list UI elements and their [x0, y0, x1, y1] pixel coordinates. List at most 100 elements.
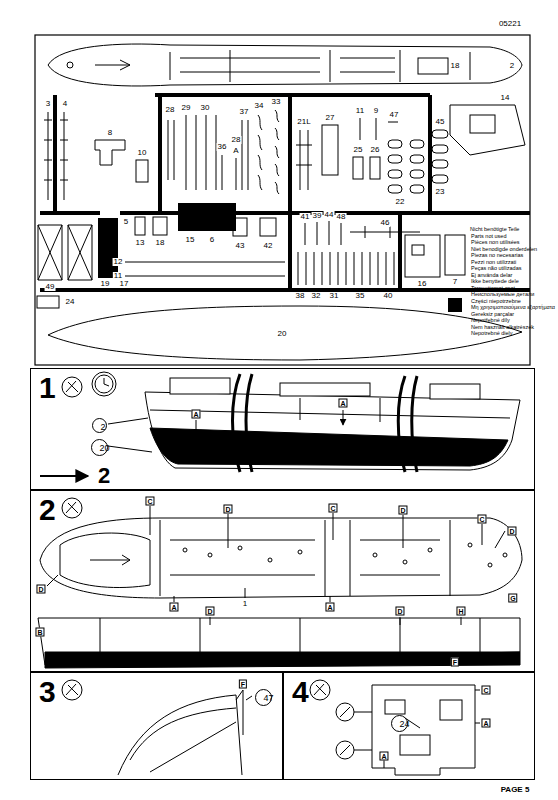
part-number: 29	[181, 104, 192, 112]
glue-marker: A	[169, 603, 178, 612]
part-number: 23	[435, 188, 446, 196]
step-number: 3	[39, 677, 56, 707]
part-number: 39	[312, 212, 323, 220]
part-number: 1	[242, 600, 248, 608]
glue-marker: A	[338, 399, 347, 408]
glue-marker: C	[328, 504, 337, 513]
part-number: 43	[235, 242, 246, 250]
glue-marker: D	[223, 505, 232, 514]
part-number: 4	[62, 100, 68, 108]
legend-line: Ej använda delar	[470, 272, 513, 279]
part-number: 2	[509, 62, 515, 70]
legend-swatch	[448, 298, 462, 312]
part-number: A	[232, 147, 239, 155]
part-number: 14	[500, 94, 511, 102]
legend-line: Gereksiz parçalar	[470, 311, 515, 318]
part-number: 05221	[498, 20, 522, 28]
part-number: 37	[239, 108, 250, 116]
part-number: 5	[123, 218, 129, 226]
glue-marker: B	[35, 628, 44, 637]
callout-circle: 20	[91, 439, 108, 456]
glue-marker: D	[507, 527, 516, 536]
callout-number: 20	[100, 444, 110, 453]
legend-line: Peças não utilizadas	[470, 265, 522, 272]
step-panel: 2	[30, 490, 535, 672]
legend-line: Części niepotrzebne	[470, 298, 522, 305]
glue-marker: D	[36, 585, 45, 594]
part-number: 21L	[296, 118, 311, 126]
step-number: 2	[39, 495, 56, 525]
part-number: 40	[383, 292, 394, 300]
part-number: 9	[373, 107, 379, 115]
glue-marker: F	[239, 680, 247, 689]
part-number: 36	[217, 143, 228, 151]
part-number: 47	[389, 111, 400, 119]
part-number: 46	[380, 219, 391, 227]
legend-line: Pezzi non utilizzati	[470, 259, 517, 266]
glue-marker: C	[145, 497, 154, 506]
part-number: 31	[329, 292, 340, 300]
glue-marker: C	[481, 686, 490, 695]
legend-line: Неиспользуемые детали	[470, 291, 535, 298]
step-number: 1	[39, 373, 56, 403]
part-number: 17	[119, 280, 130, 288]
legend-line: Tarpeettomat osat	[470, 285, 516, 292]
part-number: 18	[450, 62, 461, 70]
part-number: 32	[311, 292, 322, 300]
glue-marker: F	[451, 658, 459, 667]
callout-circle: 47	[255, 689, 272, 706]
step-panel: 4 24	[283, 672, 535, 780]
glue-marker: C	[477, 515, 486, 524]
legend-line: Ikke benyttede dele	[470, 278, 520, 285]
glue-marker: D	[395, 607, 404, 616]
legend-line: Parts not used	[470, 233, 507, 240]
glue-marker: A	[191, 410, 200, 419]
part-number: 13	[135, 239, 146, 247]
callout-circle: 2	[92, 418, 107, 433]
part-number: 7	[452, 278, 458, 286]
part-number: 18	[155, 239, 166, 247]
legend-line: Nepotřebné díly	[470, 317, 511, 324]
part-number: 20	[277, 330, 288, 338]
legend-line: Μη χρησιμοποιούμενα εξαρτήματα	[470, 304, 556, 311]
part-number: 35	[355, 292, 366, 300]
legend-line: Pièces non utilisées	[470, 239, 521, 246]
part-number: 22	[395, 198, 406, 206]
part-number: 30	[200, 104, 211, 112]
callout-number: 47	[264, 694, 274, 703]
part-number: 41	[300, 213, 311, 221]
legend-text: Nicht benötigte Teile	[470, 226, 519, 233]
part-number: 27	[325, 114, 336, 122]
part-number: 6	[209, 236, 215, 244]
callout-circle: 24	[391, 715, 408, 732]
part-number: 42	[263, 242, 274, 250]
part-number: 28	[165, 106, 176, 114]
glue-marker: A	[325, 603, 334, 612]
part-number: 28	[231, 136, 242, 144]
part-number: 38	[295, 292, 306, 300]
legend-line: Niet benodigde onderdelen	[470, 246, 538, 253]
part-number: 3	[45, 100, 51, 108]
part-number: 45	[435, 118, 446, 126]
part-number: 24	[65, 298, 76, 306]
legend-line: Nepotrebné diely	[470, 330, 514, 337]
glue-marker: A	[481, 719, 490, 728]
legend-entry: Nicht benötigte Teile	[470, 226, 519, 233]
part-number: 19	[100, 280, 111, 288]
part-number: 44	[324, 211, 335, 219]
legend-line: Piezas no necesarias	[470, 252, 524, 259]
part-number: 12	[113, 258, 124, 266]
step-number: 4	[292, 677, 309, 707]
part-number: PAGE 5	[500, 786, 531, 794]
part-number: 15	[185, 236, 196, 244]
glue-marker: D	[398, 506, 407, 515]
callout-number: 2	[101, 423, 106, 432]
part-number: 11	[355, 107, 365, 115]
part-number: 16	[417, 280, 428, 288]
part-number: 8	[107, 129, 113, 137]
callout-number: 24	[400, 720, 410, 729]
part-number: 34	[254, 102, 265, 110]
part-number: 25	[353, 146, 364, 154]
legend-line: Nem használt alkatrészek	[470, 324, 535, 331]
part-number: 49	[45, 283, 56, 291]
